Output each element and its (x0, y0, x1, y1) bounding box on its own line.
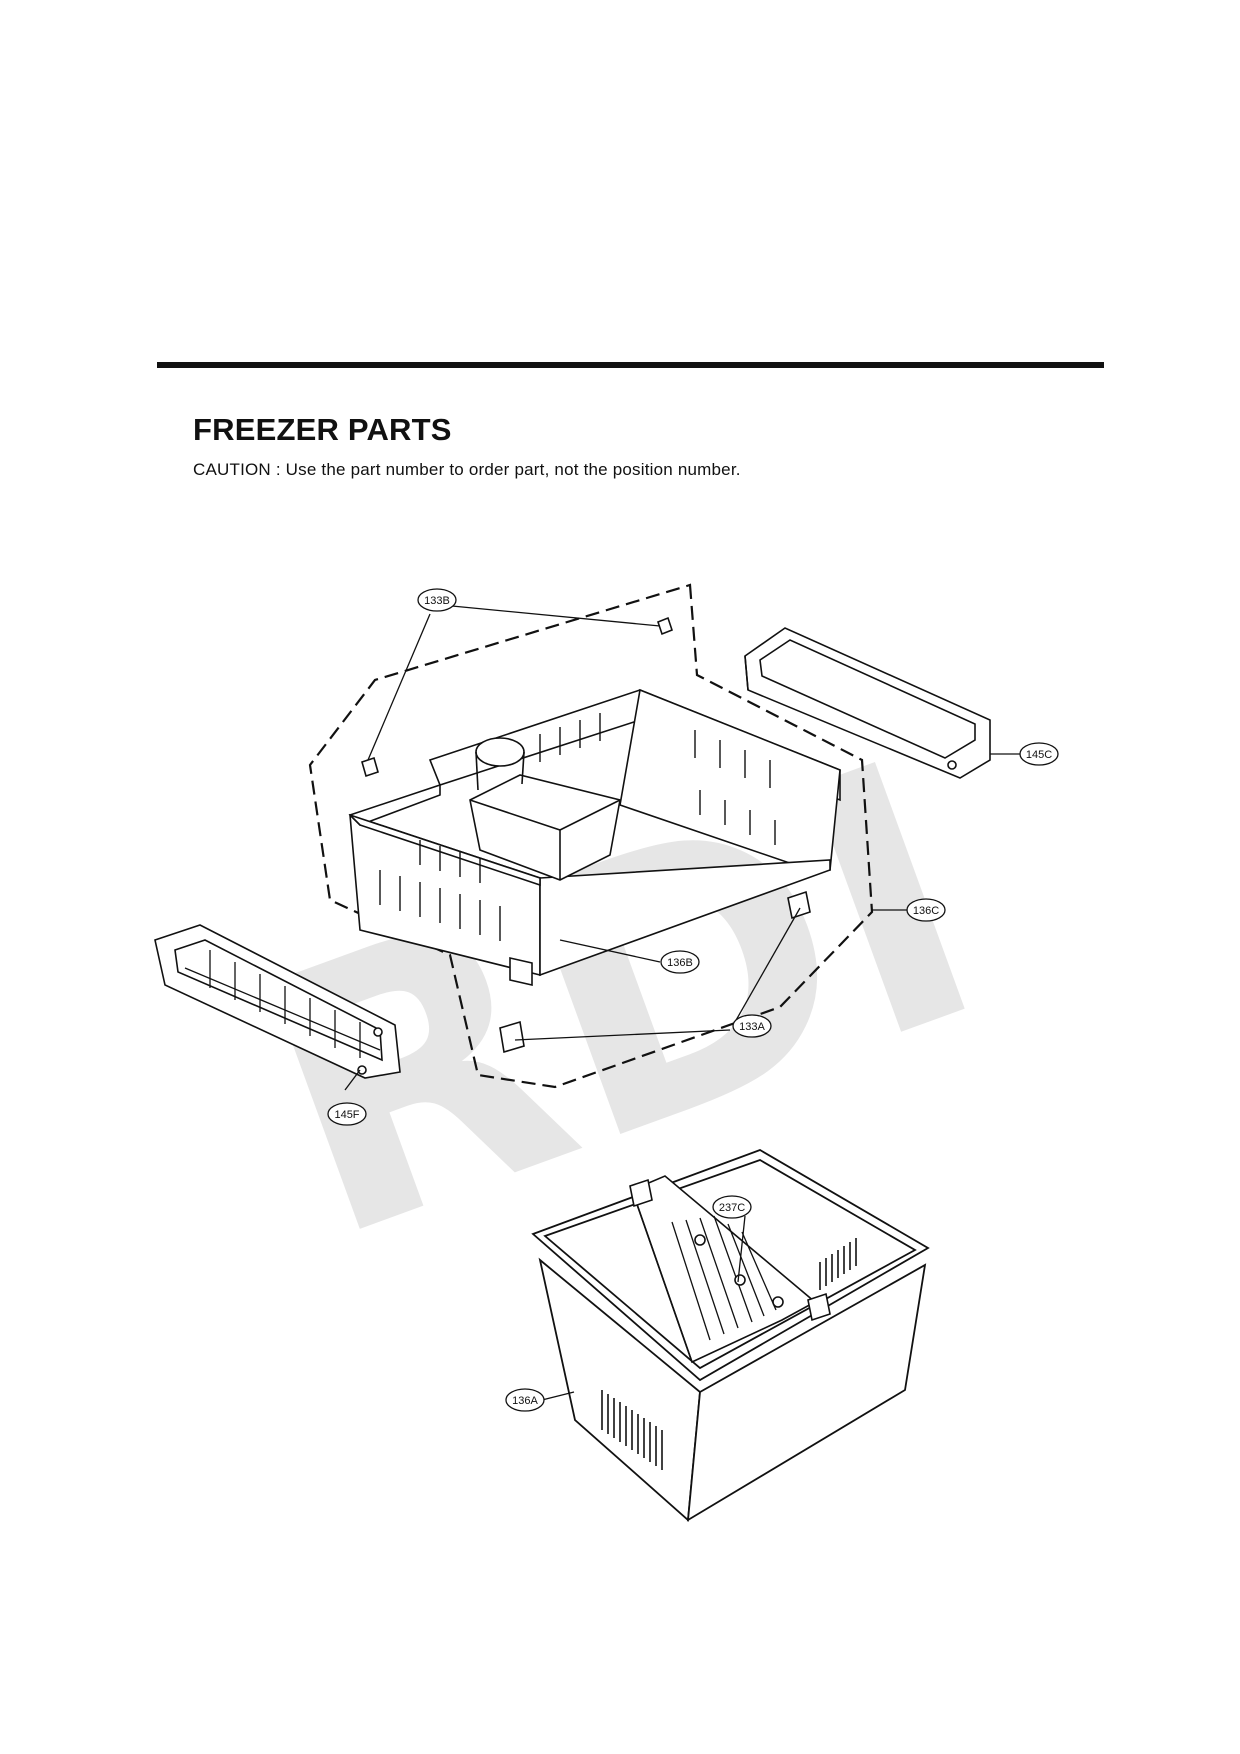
callout-145c-label: 145C (1026, 749, 1052, 761)
callout-133b: 133B (417, 588, 457, 612)
callout-145f-label: 145F (334, 1109, 359, 1121)
callout-237c-label: 237C (719, 1202, 745, 1214)
callout-136a-label: 136A (512, 1395, 538, 1407)
callout-133a-label: 133A (739, 1021, 765, 1033)
rail-145c (744, 627, 991, 779)
drawer-136b (348, 688, 841, 987)
caution-note: CAUTION : Use the part number to order p… (193, 460, 741, 479)
callout-145c: 145C (1019, 742, 1059, 766)
callout-136b-label: 136B (667, 957, 693, 969)
callout-237c: 237C (712, 1195, 752, 1219)
callout-136c: 136C (906, 898, 946, 922)
header-rule (157, 362, 1104, 368)
stopper-133a (499, 890, 811, 1054)
clip-133b (361, 616, 673, 778)
callout-133a: 133A (732, 1014, 772, 1038)
assembly-boundary (308, 583, 874, 1089)
callout-133b-label: 133B (424, 595, 450, 607)
page-title: FREEZER PARTS (193, 412, 452, 447)
leader-lines (344, 605, 1020, 1401)
callout-136a: 136A (505, 1388, 545, 1412)
callout-145f: 145F (327, 1102, 367, 1126)
divider-237c (629, 1175, 831, 1364)
callout-136b: 136B (660, 950, 700, 974)
callout-136c-label: 136C (913, 905, 939, 917)
rail-145f (154, 924, 401, 1079)
